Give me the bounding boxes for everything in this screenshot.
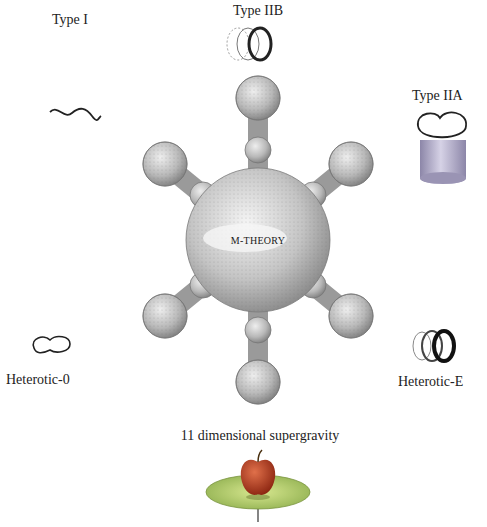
string-type-label: Heterotic-0 — [6, 372, 70, 388]
sphere-texture — [186, 168, 330, 312]
heterotic-rings — [413, 331, 454, 361]
closed-string-rings — [227, 28, 271, 60]
arm-bulbs — [143, 76, 373, 404]
theory-hub: M-THEORY — [227, 232, 290, 249]
string-type-label: Heterotic-E — [398, 374, 463, 390]
apple-illustration — [206, 450, 310, 522]
hub-label: M-THEORY — [231, 235, 286, 246]
string-type-label: Type I — [52, 12, 88, 28]
string-worldsheet — [418, 112, 466, 184]
open-string — [50, 109, 101, 120]
central-sphere — [186, 168, 330, 312]
string-type-label: Type IIB — [233, 3, 283, 19]
sphere-highlight — [203, 224, 287, 252]
closed-string-loop — [33, 337, 70, 353]
string-type-label: Type IIA — [412, 88, 463, 104]
supergravity-label: 11 dimensional supergravity — [181, 428, 340, 444]
theory-arms — [170, 105, 346, 375]
